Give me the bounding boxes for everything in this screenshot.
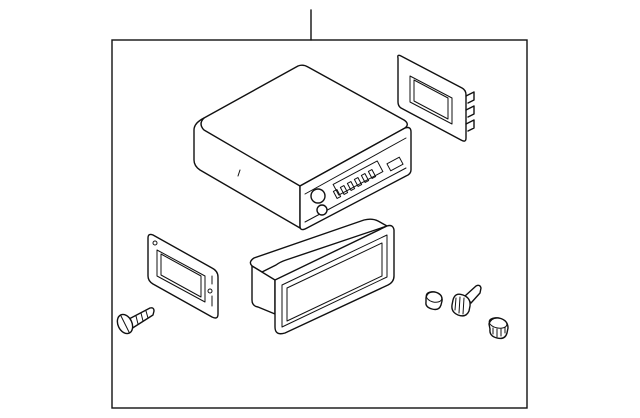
tuning-knob-icon [451,284,482,317]
storage-pocket-icon [249,218,395,335]
small-knob-icon [425,291,443,311]
mounting-screw-icon [116,307,155,335]
volume-knob-icon [488,317,509,340]
left-mounting-bracket-icon [147,233,219,319]
right-mounting-bracket-icon [397,54,475,142]
assembly-frame [111,39,528,409]
radio-receiver-unit-icon [193,64,412,231]
